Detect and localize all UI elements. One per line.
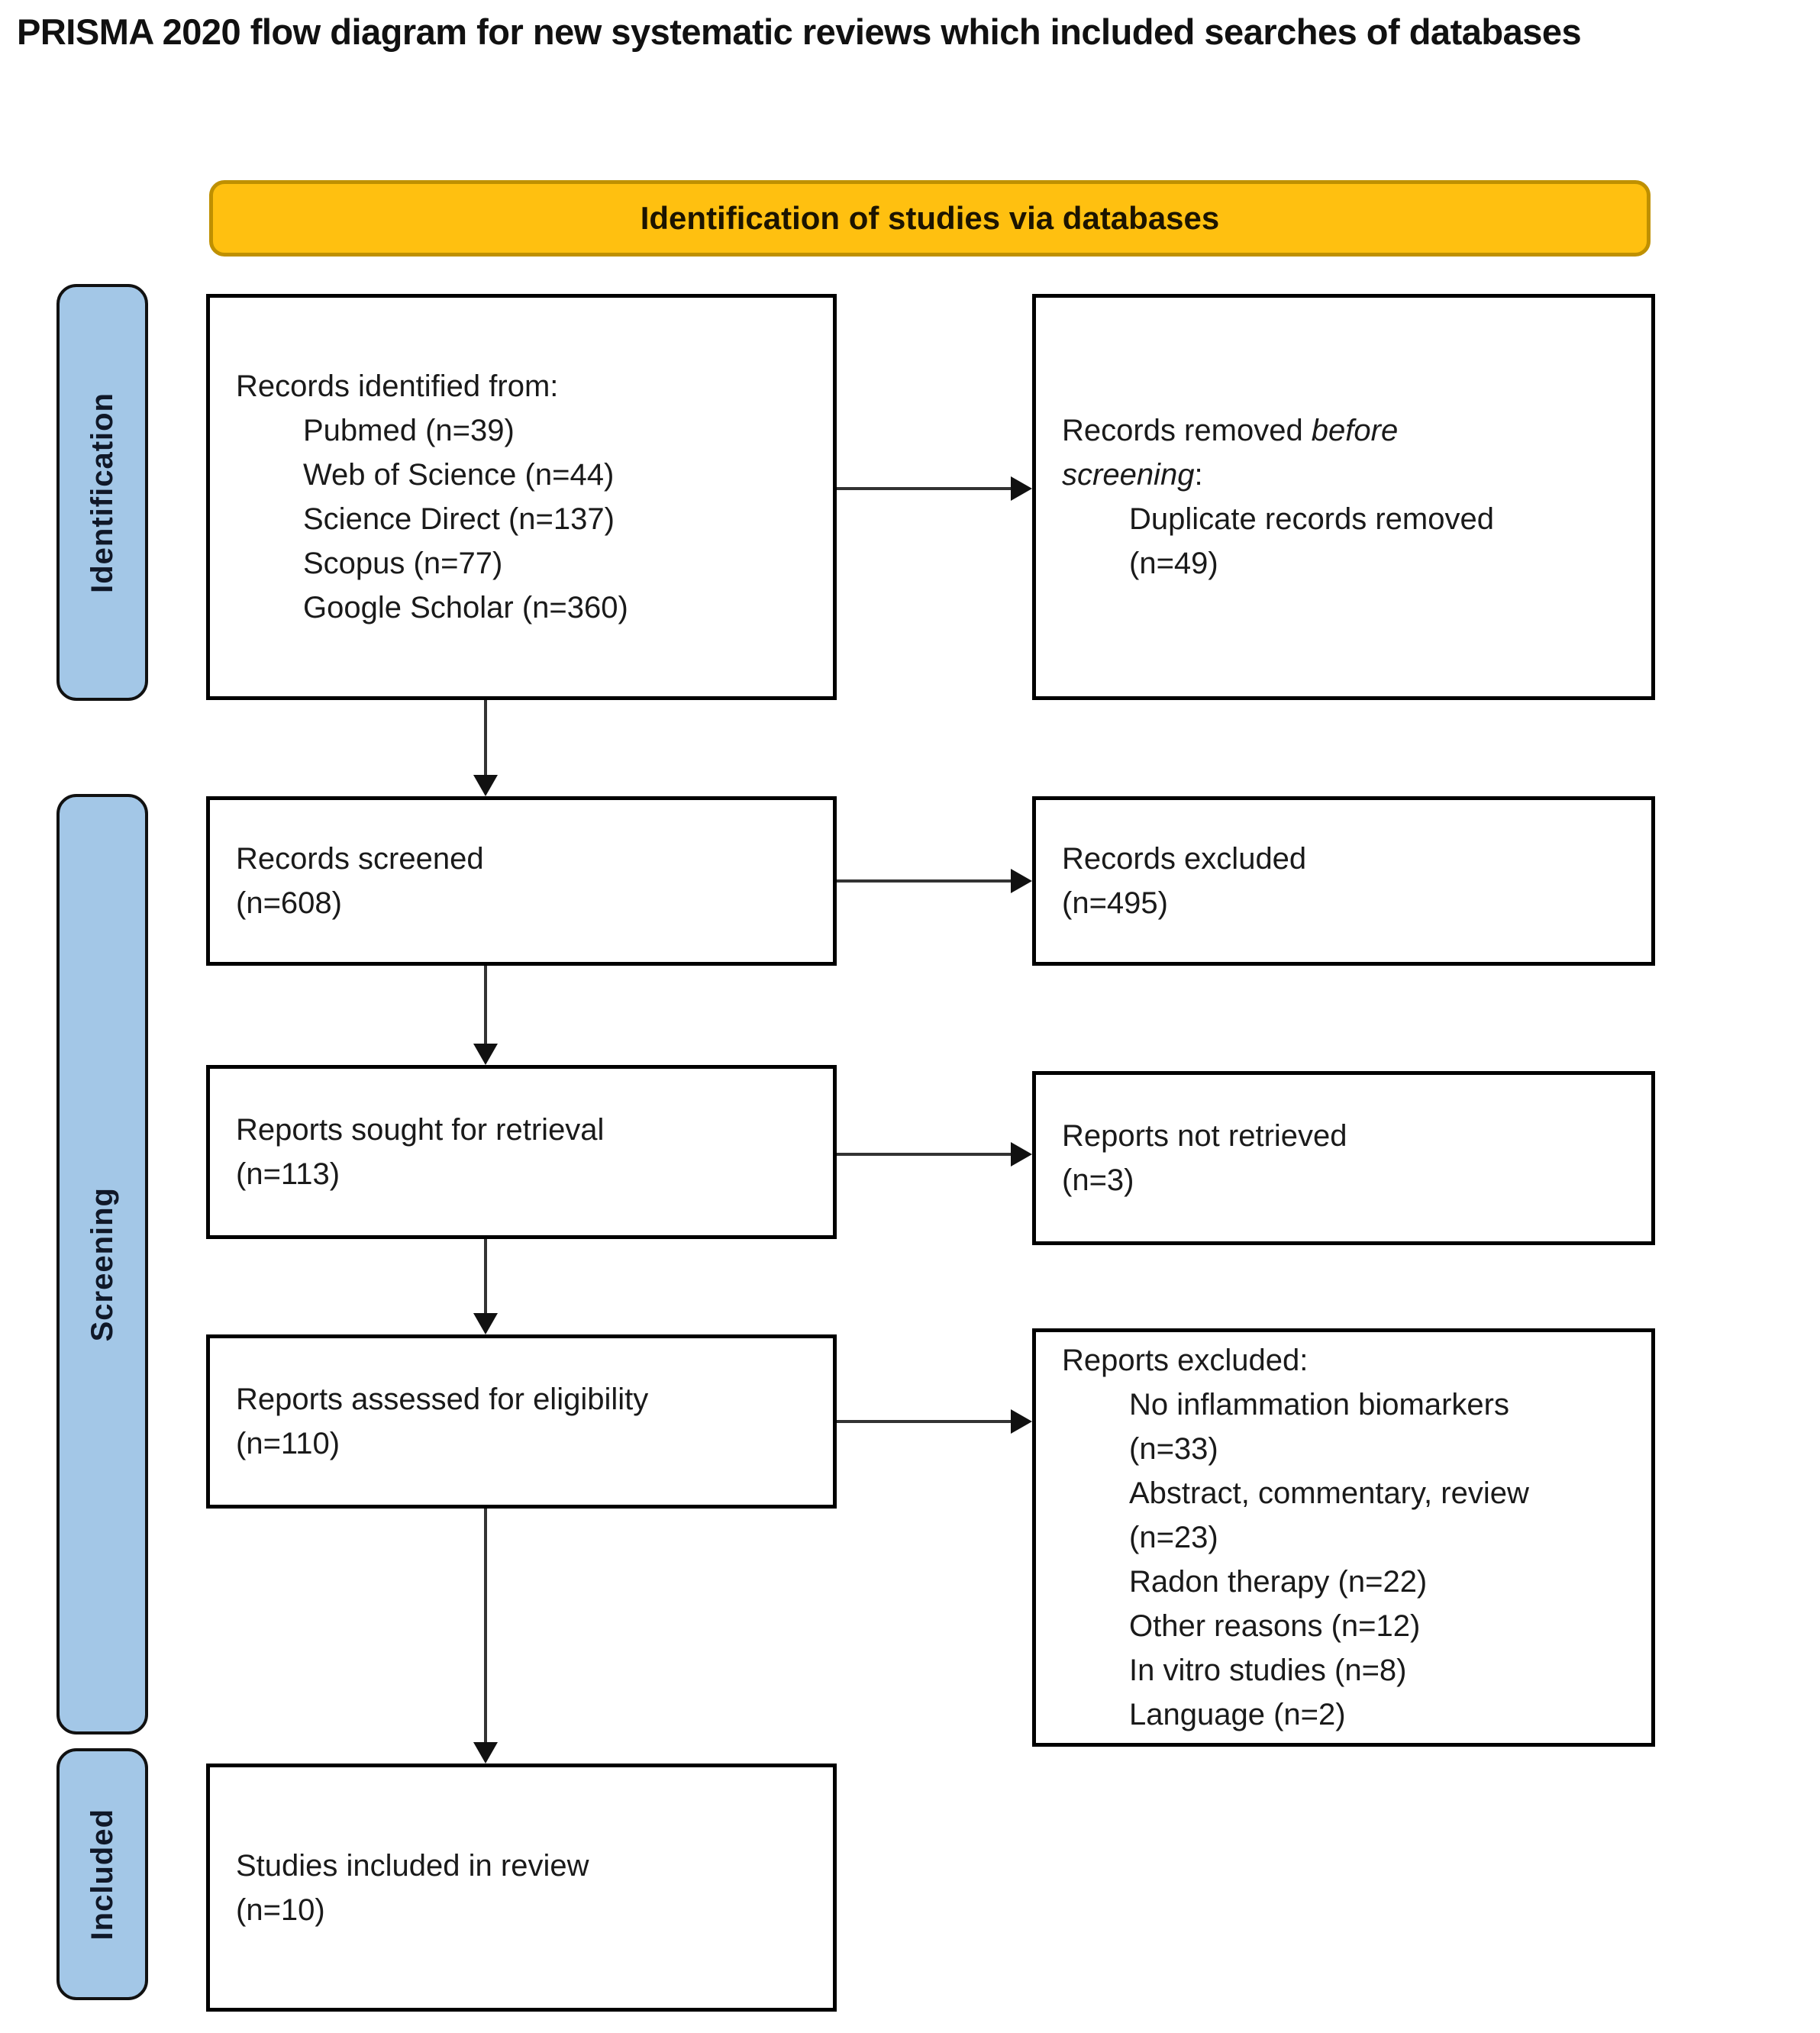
banner-identification-via-databases: Identification of studies via databases xyxy=(209,180,1651,257)
records-identified-item-science-direct: Science Direct (n=137) xyxy=(303,502,615,536)
stage-label-included-text: Included xyxy=(85,1808,119,1941)
reports-excluded-item-5: Language (n=2) xyxy=(1129,1698,1346,1731)
reports-excluded-item-3: Other reasons (n=12) xyxy=(1129,1609,1421,1643)
records-removed-heading-line1: Records removed before xyxy=(1062,408,1628,453)
stage-label-identification: Identification xyxy=(56,284,148,701)
box-studies-included: Studies included in review (n=10) xyxy=(206,1764,837,2012)
reports-excluded-item-2: Radon therapy (n=22) xyxy=(1129,1565,1428,1599)
records-identified-item-pubmed: Pubmed (n=39) xyxy=(303,414,515,447)
stage-label-included: Included xyxy=(56,1748,148,2000)
banner-label: Identification of studies via databases xyxy=(640,200,1220,236)
arrow-sought-to-not-retrieved xyxy=(837,1142,1032,1167)
arrow-screened-to-sought xyxy=(473,966,498,1065)
arrow-sought-to-assessed xyxy=(473,1239,498,1334)
reports-assessed-line2: (n=110) xyxy=(236,1427,340,1460)
reports-excluded-item-0-line2: (n=33) xyxy=(1129,1432,1218,1466)
stage-label-identification-text: Identification xyxy=(85,392,119,593)
records-screened-line1: Records screened xyxy=(236,842,484,876)
reports-not-retrieved-line2: (n=3) xyxy=(1062,1163,1134,1197)
box-records-screened: Records screened (n=608) xyxy=(206,796,837,966)
box-records-excluded: Records excluded (n=495) xyxy=(1032,796,1655,966)
box-reports-sought: Reports sought for retrieval (n=113) xyxy=(206,1065,837,1239)
records-excluded-line2: (n=495) xyxy=(1062,886,1168,920)
box-reports-excluded: Reports excluded: No inflammation biomar… xyxy=(1032,1328,1655,1747)
studies-included-line1: Studies included in review xyxy=(236,1848,589,1883)
records-identified-item-google-scholar: Google Scholar (n=360) xyxy=(303,591,628,624)
arrow-identified-to-screened xyxy=(473,700,498,796)
page-title: PRISMA 2020 flow diagram for new systema… xyxy=(17,11,1582,52)
arrow-identified-to-removed xyxy=(837,476,1032,501)
records-removed-item-line2: (n=49) xyxy=(1129,547,1218,580)
records-removed-item-line1: Duplicate records removed xyxy=(1129,502,1494,536)
records-removed-heading-prefix: Records removed xyxy=(1062,414,1312,447)
reports-excluded-item-1-line2: (n=23) xyxy=(1129,1521,1218,1554)
records-identified-heading: Records identified from: xyxy=(236,369,559,403)
records-identified-item-web-of-science: Web of Science (n=44) xyxy=(303,458,615,492)
records-removed-heading-line2: screening: xyxy=(1062,453,1628,497)
box-reports-not-retrieved: Reports not retrieved (n=3) xyxy=(1032,1071,1655,1245)
records-removed-heading-italic2: screening xyxy=(1062,458,1195,492)
reports-sought-line2: (n=113) xyxy=(236,1157,340,1191)
records-screened-line2: (n=608) xyxy=(236,886,342,920)
studies-included-line2: (n=10) xyxy=(236,1893,325,1927)
stage-label-screening: Screening xyxy=(56,794,148,1735)
reports-sought-line1: Reports sought for retrieval xyxy=(236,1113,605,1147)
arrow-assessed-to-included xyxy=(473,1509,498,1764)
stage-label-screening-text: Screening xyxy=(85,1186,119,1342)
reports-excluded-item-0-line1: No inflammation biomarkers xyxy=(1129,1388,1509,1421)
records-identified-item-scopus: Scopus (n=77) xyxy=(303,547,503,580)
reports-excluded-item-4: In vitro studies (n=8) xyxy=(1129,1654,1407,1687)
reports-not-retrieved-line1: Reports not retrieved xyxy=(1062,1119,1347,1153)
box-reports-assessed: Reports assessed for eligibility (n=110) xyxy=(206,1334,837,1509)
reports-excluded-heading: Reports excluded: xyxy=(1062,1344,1309,1377)
arrow-assessed-to-reports-excluded xyxy=(837,1409,1032,1434)
records-removed-heading-suffix: : xyxy=(1194,458,1203,492)
records-excluded-line1: Records excluded xyxy=(1062,842,1307,876)
box-records-identified: Records identified from: Pubmed (n=39) W… xyxy=(206,294,837,700)
box-records-removed: Records removed before screening: Duplic… xyxy=(1032,294,1655,700)
reports-assessed-line1: Reports assessed for eligibility xyxy=(236,1383,649,1416)
reports-excluded-item-1-line1: Abstract, commentary, review xyxy=(1129,1476,1529,1510)
arrow-screened-to-excluded xyxy=(837,869,1032,893)
records-removed-heading-italic1: before xyxy=(1311,414,1399,447)
